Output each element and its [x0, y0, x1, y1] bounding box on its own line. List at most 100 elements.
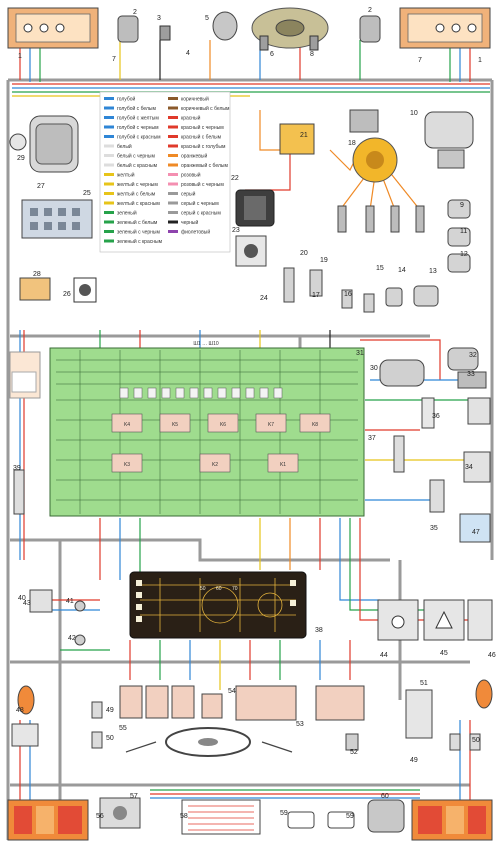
legend-swatch [104, 173, 114, 176]
fuel-pump-relay [19, 277, 51, 301]
legend-swatch [168, 135, 178, 138]
relay [199, 453, 231, 473]
legend-label: желтый [117, 172, 135, 179]
callout-number: 47 [472, 529, 480, 536]
callout-number: 39 [13, 465, 21, 472]
legend-swatch [168, 154, 178, 157]
legend-label: оранжевый [181, 153, 207, 160]
legend-swatch [104, 201, 114, 205]
callout-number: 1 [478, 57, 482, 64]
callout-number: 54 [228, 688, 236, 695]
fog-lamp-relay [459, 513, 491, 543]
distributor [352, 137, 398, 183]
callout-number: 2 [368, 7, 372, 14]
commutator [235, 235, 267, 267]
legend-label: коричневый с белым [181, 105, 230, 112]
horn-left [212, 11, 238, 41]
relay [159, 413, 191, 433]
brake-fluid-sensor [421, 397, 435, 429]
callout-number: 46 [488, 652, 496, 659]
rear-window-heater [181, 799, 261, 835]
legend-swatch [104, 106, 114, 110]
callout-number: 43 [23, 600, 31, 607]
pedals [125, 741, 293, 753]
washer-motor-right [359, 15, 381, 43]
relay [207, 413, 239, 433]
legend-swatch [168, 144, 178, 148]
callout-number: 53 [296, 721, 304, 728]
legend-label: коричневый [181, 96, 209, 103]
relay [111, 413, 143, 433]
legend-swatch [104, 116, 114, 119]
callout-number: 33 [467, 371, 475, 378]
temperature-sensor [159, 25, 319, 51]
callout-number: 50 [472, 737, 480, 744]
callout-number: 20 [300, 250, 308, 257]
callout-number: 45 [440, 650, 448, 657]
callout-number: 2 [133, 9, 137, 16]
oil-pressure-sensor [73, 277, 97, 303]
ignition-control-unit [279, 123, 315, 155]
rear-wiper-motor [367, 799, 405, 833]
relay-label: K2 [212, 462, 218, 468]
callout-number: 49 [410, 757, 418, 764]
callout-number: 60 [381, 793, 389, 800]
legend-label: красный с белым [181, 134, 222, 141]
battery [21, 199, 93, 239]
relay-label: K3 [124, 462, 130, 468]
legend-label: розовый [181, 172, 201, 179]
callout-number: 56 [96, 813, 104, 820]
legend-label: зеленый с черным [117, 229, 160, 236]
callout-number: 18 [348, 140, 356, 147]
sensors-right [283, 199, 471, 313]
legend-label: белый с красным [117, 162, 158, 169]
callout-number: 5 [205, 15, 209, 22]
legend-label: голубой с черным [117, 124, 159, 131]
callout-number: 4 [186, 50, 190, 57]
legend-swatch [104, 135, 114, 138]
side-repeater-right [475, 679, 493, 709]
starter [424, 111, 474, 169]
gauge-scale-label: 60 [216, 586, 222, 592]
callout-number: 55 [119, 725, 127, 732]
callout-number: 6 [270, 51, 274, 58]
legend-swatch [168, 97, 178, 100]
legend-label: желтый с белым [117, 191, 156, 198]
legend-swatch [168, 211, 178, 214]
callout-number: 49 [106, 707, 114, 714]
legend-swatch [104, 211, 114, 214]
callout-number: 23 [232, 227, 240, 234]
steering-column-switches [119, 685, 365, 721]
callout-number: 10 [410, 110, 418, 117]
legend-swatch [104, 192, 114, 195]
callout-number: 59 [346, 813, 354, 820]
legend-swatch [104, 144, 114, 148]
relay [299, 413, 331, 433]
legend-swatch [104, 97, 114, 100]
legend-label: фиолетовый [181, 229, 210, 236]
legend-label: зеленый с красным [117, 238, 163, 245]
legend-swatch [104, 220, 114, 224]
legend-swatch [168, 125, 178, 129]
callout-number: 58 [180, 813, 188, 820]
callout-number: 52 [350, 749, 358, 756]
callout-number: 35 [430, 525, 438, 532]
interior-lamps [91, 701, 481, 751]
gauge-scale-label: 50 [200, 586, 206, 592]
relay [111, 453, 143, 473]
callout-number: 9 [460, 202, 464, 209]
headlamp-left [7, 7, 99, 49]
horn-signal [251, 7, 329, 49]
relay-label: K7 [268, 422, 274, 428]
relay-label: K8 [312, 422, 318, 428]
legend-label: желтый с красным [117, 200, 160, 207]
wiper-motor [379, 359, 425, 387]
callout-number: 13 [429, 268, 437, 275]
callout-number: 27 [37, 183, 45, 190]
legend-label: голубой [117, 96, 136, 103]
legend-swatch [104, 239, 114, 243]
callout-number: 50 [106, 735, 114, 742]
callout-number: 19 [320, 257, 328, 264]
callout-number: 3 [157, 15, 161, 22]
legend-label: белый с черным [117, 153, 156, 160]
